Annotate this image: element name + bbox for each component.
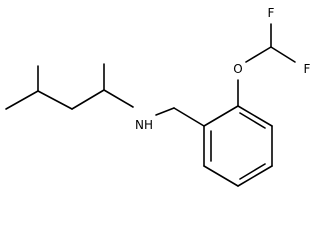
bond-chf2-to-f-bottom	[270, 46, 296, 63]
ring-bond-4	[237, 165, 273, 187]
bond-branch-to-ch2	[37, 90, 73, 110]
bond-ch2-to-ch	[71, 89, 105, 110]
alkyl-chain	[5, 63, 134, 110]
benzene-ring	[203, 105, 273, 187]
bond-nitrogen-to-benzyl	[155, 107, 175, 116]
nitrogen-label: NH	[135, 118, 153, 132]
ring-bond-1	[203, 105, 239, 127]
ring-double-bond-1	[239, 112, 266, 129]
oxygen-label: O	[233, 62, 242, 76]
fluorine-top-label: F	[268, 6, 275, 20]
fluorine-bottom-label: F	[304, 62, 311, 76]
bond-oxygen-to-chf2	[245, 46, 272, 63]
bond-methyl-left	[5, 90, 39, 110]
bond-ch-to-nitrogen	[103, 89, 134, 108]
ring-bond-2	[237, 105, 273, 127]
ring-bond-5	[203, 165, 239, 187]
ring-double-bond-2	[239, 163, 266, 180]
bond-benzyl-to-ring	[173, 107, 205, 127]
chemical-structure: NH O F F	[5, 6, 311, 187]
